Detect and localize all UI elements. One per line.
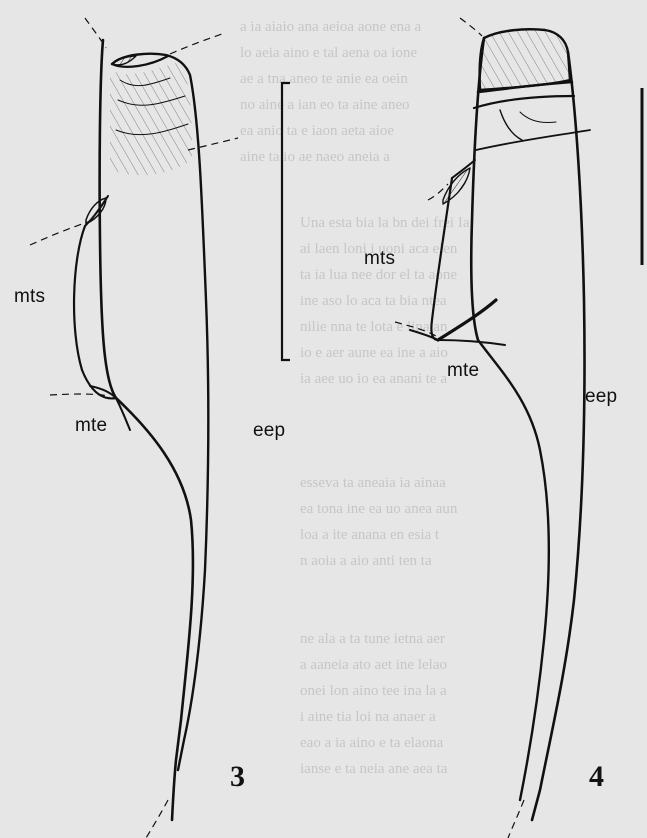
label-mts-4: mts <box>364 248 395 270</box>
label-eep-4: eep <box>585 386 617 408</box>
figure-4-dash-bottom <box>508 800 524 838</box>
figure-4-dash-mte <box>395 322 436 336</box>
label-eep-3: eep <box>253 420 285 442</box>
figure-4-dash-top <box>460 18 482 36</box>
scale-bar <box>282 83 290 360</box>
label-mte-3: mte <box>75 415 107 437</box>
figure-4-drawing <box>410 29 590 820</box>
figure-4-dashed-lines <box>395 18 524 838</box>
label-mts-3: mts <box>14 286 45 308</box>
panel-number-3: 3 <box>230 760 245 794</box>
figure-4-cap <box>480 29 570 90</box>
figure-3-upper-hatch <box>110 62 192 175</box>
figure-4-body-curve <box>478 340 549 800</box>
figure-4-mte-bar <box>438 300 496 340</box>
figure-3-dash-bottom <box>146 800 168 838</box>
figure-3-dash-right <box>188 138 238 150</box>
figure-3-dash-tr <box>170 34 222 54</box>
panel-number-4: 4 <box>589 760 604 794</box>
figure-4-mts-line <box>431 178 452 340</box>
figure-3-spot <box>86 198 106 224</box>
figure-4-right-outline <box>532 52 585 820</box>
label-mte-4: mte <box>447 360 479 382</box>
figure-3-mts-line <box>74 226 116 398</box>
